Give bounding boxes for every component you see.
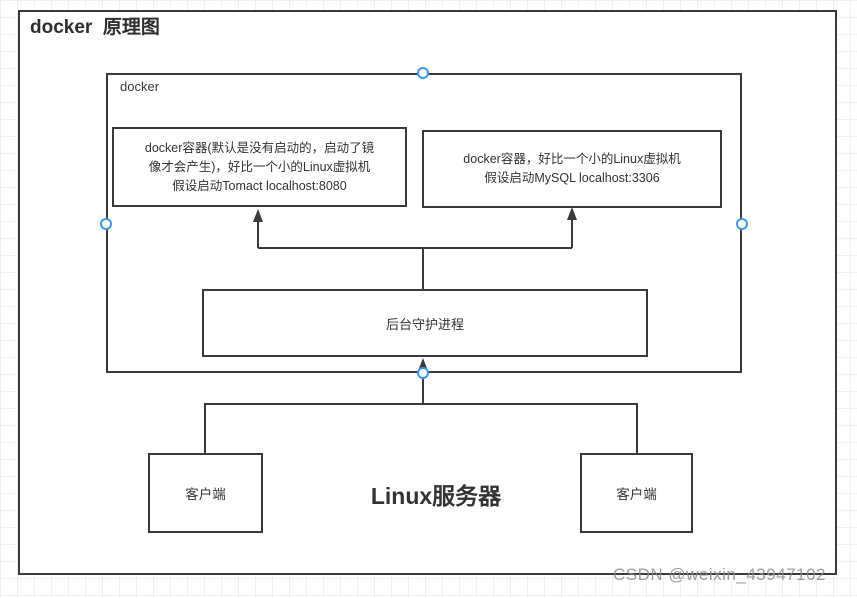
container-tomcat-line-2: 像才会产生)，好比一个小的Linux虚拟机 [148, 159, 371, 174]
client-left-shape[interactable]: 客户端 [148, 453, 263, 533]
daemon-label: 后台守护进程 [385, 316, 464, 332]
page-title: docker 原理图 [30, 17, 160, 38]
docker-group-label: docker [120, 79, 160, 94]
container-mysql-line-1: docker容器，好比一个小的Linux虚拟机 [463, 152, 681, 166]
docker-container-tomcat-shape[interactable]: docker容器(默认是没有启动的，启动了镜 像才会产生)，好比一个小的Linu… [112, 127, 407, 207]
linux-server-label: Linux服务器 [370, 483, 502, 509]
container-tomcat-line-3: 假设启动Tomact localhost:8080 [172, 178, 347, 193]
client-right-label: 客户端 [616, 487, 657, 502]
client-left-label: 客户端 [185, 487, 226, 502]
client-right-shape[interactable]: 客户端 [580, 453, 693, 533]
csdn-watermark: CSDN @weixin_43947102 [613, 565, 826, 584]
daemon-shape[interactable]: 后台守护进程 [202, 289, 648, 357]
docker-container-mysql-shape[interactable]: docker容器，好比一个小的Linux虚拟机 假设启动MySQL localh… [422, 130, 722, 208]
container-mysql-line-2: 假设启动MySQL localhost:3306 [484, 171, 660, 185]
container-tomcat-line-1: docker容器(默认是没有启动的，启动了镜 [144, 140, 375, 155]
